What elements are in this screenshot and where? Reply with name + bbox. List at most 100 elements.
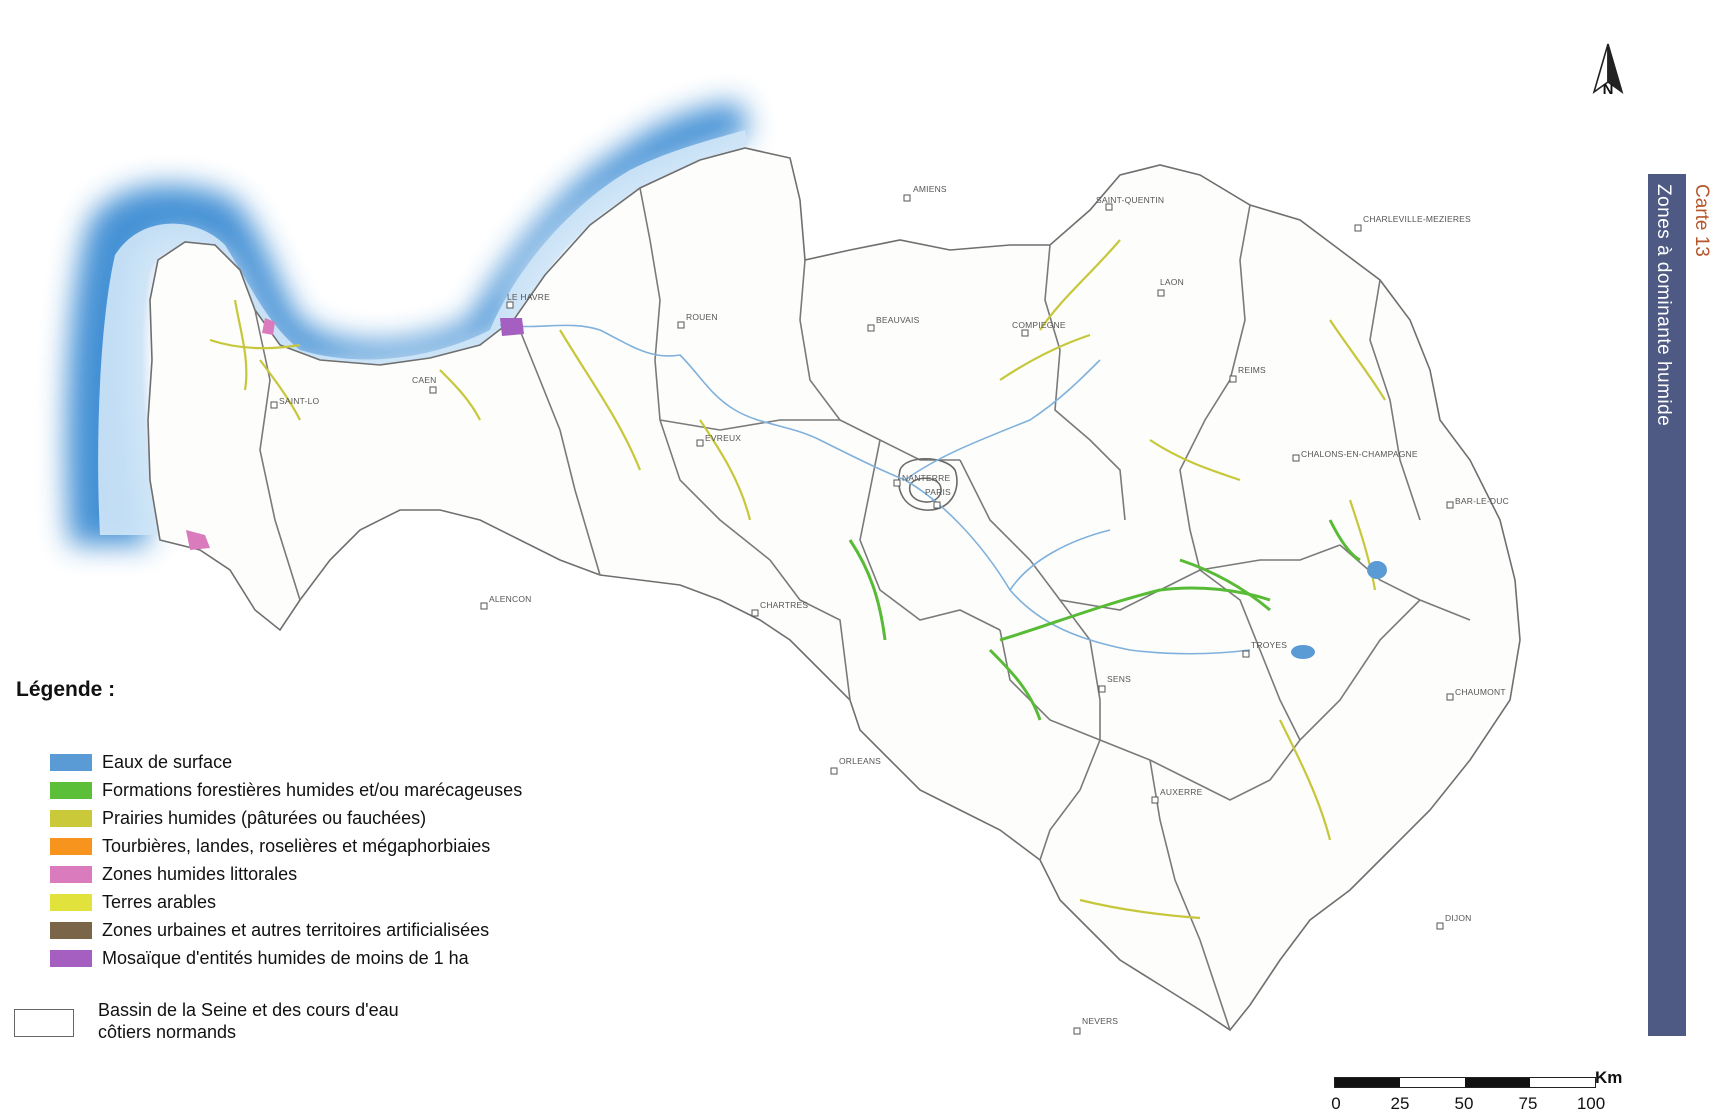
paris-ring <box>898 458 958 511</box>
svg-text:NANTERRE: NANTERRE <box>902 473 950 483</box>
city-marker: AMIENS <box>903 184 947 202</box>
svg-text:COMPIEGNE: COMPIEGNE <box>1012 320 1066 330</box>
city-marker: SAINT-LO <box>270 396 320 409</box>
city-marker: NANTERRE <box>893 473 950 487</box>
scale-bar <box>1334 1077 1596 1088</box>
svg-text:SAINT-LO: SAINT-LO <box>279 396 320 406</box>
svg-text:BEAUVAIS: BEAUVAIS <box>876 315 920 325</box>
department-boundaries <box>254 187 1471 1031</box>
legend-swatch <box>50 753 92 771</box>
city-marker: COMPIEGNE <box>1012 320 1066 337</box>
side-title-panel <box>1648 174 1686 1036</box>
svg-text:PARIS: PARIS <box>925 487 951 497</box>
city-marker: PARIS <box>925 487 951 509</box>
legend-item: Prairies humides (pâturées ou fauchées) <box>50 804 522 832</box>
forest-wetlands <box>848 519 1361 721</box>
svg-text:BAR-LE-DUC: BAR-LE-DUC <box>1455 496 1509 506</box>
legend: Eaux de surface Formations forestières h… <box>50 748 522 972</box>
svg-text:LE HAVRE: LE HAVRE <box>507 292 550 302</box>
coastal-wetlands <box>186 318 524 550</box>
city-marker: EVREUX <box>696 433 741 447</box>
legend-basin-label: Bassin de la Seine et des cours d'eau cô… <box>98 1000 399 1042</box>
legend-basin-item: Bassin de la Seine et des cours d'eau cô… <box>14 999 418 1043</box>
city-marker: ROUEN <box>677 312 718 329</box>
scale-segment <box>1335 1078 1400 1087</box>
svg-text:DIJON: DIJON <box>1445 913 1472 923</box>
city-marker: REIMS <box>1229 365 1266 383</box>
legend-item: Terres arables <box>50 888 522 916</box>
north-arrow: N <box>1592 43 1624 98</box>
wet-grassland <box>209 239 1386 920</box>
city-marker: DIJON <box>1436 913 1472 930</box>
svg-text:CHARTRES: CHARTRES <box>760 600 808 610</box>
scale-tick: 0 <box>1331 1094 1341 1113</box>
scale-tick: 100 <box>1576 1094 1606 1113</box>
city-marker: CHARTRES <box>751 600 808 617</box>
legend-swatch <box>50 865 92 883</box>
sea-area <box>66 102 750 545</box>
north-arrow-label: N <box>1603 81 1614 98</box>
scale-segment <box>1530 1078 1595 1087</box>
legend-swatch <box>50 837 92 855</box>
city-marker: TROYES <box>1242 640 1287 658</box>
city-marker: SENS <box>1098 674 1131 693</box>
svg-text:ORLEANS: ORLEANS <box>839 756 881 766</box>
legend-item: Formations forestières humides et/ou mar… <box>50 776 522 804</box>
city-marker: SAINT-QUENTIN <box>1096 195 1164 211</box>
city-marker: CHARLEVILLE-MEZIERES <box>1354 214 1471 232</box>
svg-text:TROYES: TROYES <box>1251 640 1287 650</box>
seine-basin <box>147 147 1521 1032</box>
svg-text:CAEN: CAEN <box>412 375 436 385</box>
city-marker: CHALONS-EN-CHAMPAGNE <box>1292 449 1418 462</box>
city-marker: AUXERRE <box>1151 787 1202 804</box>
legend-item: Mosaïque d'entités humides de moins de 1… <box>50 944 522 972</box>
svg-text:EVREUX: EVREUX <box>705 433 741 443</box>
card-number: Carte 13 <box>1691 184 1712 257</box>
city-marker: CHAUMONT <box>1446 687 1506 701</box>
city-marker: BEAUVAIS <box>867 315 920 332</box>
city-marker: LE HAVRE <box>506 292 550 309</box>
legend-swatch <box>50 921 92 939</box>
legend-label: Formations forestières humides et/ou mar… <box>102 779 523 800</box>
legend-item: Zones humides littorales <box>50 860 522 888</box>
legend-item: Eaux de surface <box>50 748 522 776</box>
svg-text:SAINT-QUENTIN: SAINT-QUENTIN <box>1096 195 1164 205</box>
legend-basin-swatch <box>14 1009 74 1037</box>
svg-text:LAON: LAON <box>1160 277 1184 287</box>
lakes <box>1291 561 1387 659</box>
legend-swatch <box>50 893 92 911</box>
legend-swatch <box>50 781 92 799</box>
scale-unit: Km <box>1595 1068 1623 1087</box>
city-marker: BAR-LE-DUC <box>1446 496 1509 509</box>
svg-text:SENS: SENS <box>1107 674 1131 684</box>
svg-text:CHAUMONT: CHAUMONT <box>1455 687 1506 697</box>
legend-label: Prairies humides (pâturées ou fauchées) <box>102 807 427 828</box>
svg-text:ROUEN: ROUEN <box>686 312 718 322</box>
legend-label: Eaux de surface <box>102 751 233 772</box>
city-marker: LAON <box>1157 277 1184 297</box>
legend-label: Zones humides littorales <box>102 863 298 884</box>
scale-tick: 25 <box>1390 1094 1410 1113</box>
city-marker: ALENCON <box>480 594 532 610</box>
map-title: Zones à dominante humide <box>1653 184 1674 427</box>
scale-tick: 75 <box>1518 1094 1538 1113</box>
city-layer: AMIENS SAINT-QUENTIN CHARLEVILLE-MEZIERE… <box>270 184 1509 1035</box>
legend-swatch <box>50 949 92 967</box>
scale-segment <box>1465 1078 1530 1087</box>
svg-text:ALENCON: ALENCON <box>489 594 532 604</box>
legend-swatch <box>50 809 92 827</box>
legend-label: Tourbières, landes, roselières et mégaph… <box>102 835 491 856</box>
svg-text:NEVERS: NEVERS <box>1082 1016 1118 1026</box>
legend-label: Terres arables <box>102 891 217 912</box>
svg-text:CHARLEVILLE-MEZIERES: CHARLEVILLE-MEZIERES <box>1363 214 1471 224</box>
city-marker: CAEN <box>412 375 437 394</box>
svg-text:REIMS: REIMS <box>1238 365 1266 375</box>
legend-item: Zones urbaines et autres territoires art… <box>50 916 522 944</box>
scale-tick: 50 <box>1454 1094 1474 1113</box>
legend-item: Tourbières, landes, roselières et mégaph… <box>50 832 522 860</box>
city-marker: NEVERS <box>1073 1016 1118 1035</box>
legend-title: Légende : <box>16 678 116 701</box>
svg-text:CHALONS-EN-CHAMPAGNE: CHALONS-EN-CHAMPAGNE <box>1301 449 1418 459</box>
legend-label: Mosaïque d'entités humides de moins de 1… <box>102 947 469 968</box>
